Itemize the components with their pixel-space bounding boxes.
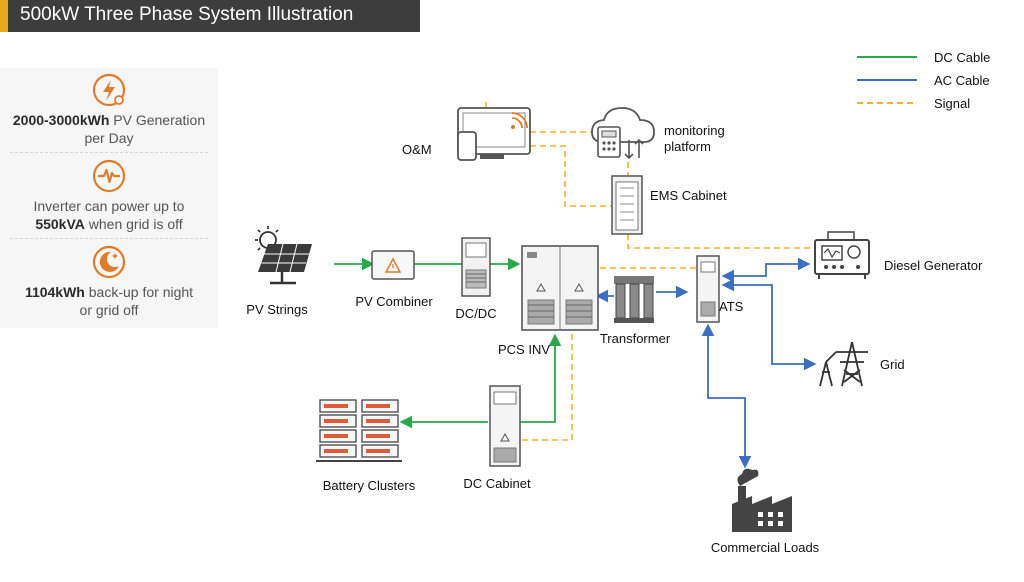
feature-backup: 1104kWh back-up for night or grid off bbox=[0, 244, 218, 319]
pv-combiner-icon bbox=[371, 250, 415, 280]
grid-label: Grid bbox=[880, 357, 905, 372]
transformer-label: Transformer bbox=[599, 331, 671, 346]
signal-lines bbox=[485, 102, 812, 441]
pcs-label: PCS INV bbox=[497, 342, 551, 357]
feature-value: 550kVA bbox=[35, 216, 85, 232]
loads-label: Commercial Loads bbox=[710, 540, 820, 555]
ats-label: ATS bbox=[719, 299, 744, 314]
ac-line-grid bbox=[721, 278, 817, 371]
page-title: 500kW Three Phase System Illustration bbox=[20, 4, 354, 25]
feature-desc-2: when grid is off bbox=[84, 216, 183, 232]
feature-desc: Inverter can power up to bbox=[33, 198, 185, 214]
feature-divider bbox=[10, 238, 208, 239]
ac-line-diesel bbox=[721, 257, 811, 283]
diesel-generator-icon bbox=[814, 231, 870, 279]
pv-combiner-label: PV Combiner bbox=[355, 294, 433, 309]
feature-desc-2: or grid off bbox=[79, 302, 139, 318]
grid-tower-icon bbox=[819, 341, 868, 387]
legend-signal-label: Signal bbox=[934, 96, 971, 111]
monitoring-label-1: monitoring bbox=[664, 123, 725, 138]
signal-line bbox=[627, 234, 812, 249]
dcdc-label: DC/DC bbox=[455, 306, 497, 321]
dc-cabinet-label: DC Cabinet bbox=[463, 476, 531, 491]
transformer-icon bbox=[614, 276, 654, 323]
feature-text: 1104kWh back-up for night or grid off bbox=[0, 283, 218, 319]
cloud-icon bbox=[591, 107, 655, 160]
diesel-label: Diesel Generator bbox=[884, 258, 983, 273]
battery-label: Battery Clusters bbox=[322, 478, 416, 493]
monitoring-label-2: platform bbox=[664, 139, 711, 154]
feature-pv-generation: 2000-3000kWh PV Generation per Day bbox=[0, 72, 218, 147]
ats-switch-icon bbox=[696, 255, 720, 323]
om-label: O&M bbox=[402, 142, 432, 157]
title-accent bbox=[0, 0, 8, 32]
feature-text: Inverter can power up to 550kVA when gri… bbox=[0, 197, 218, 233]
feature-desc: back-up for night bbox=[84, 284, 194, 300]
waveform-icon bbox=[92, 159, 126, 193]
legend-dc-label: DC Cable bbox=[934, 50, 991, 65]
feature-value: 2000-3000kWh bbox=[12, 112, 110, 128]
dcdc-converter-icon bbox=[461, 237, 491, 297]
dc-cabinet-icon bbox=[489, 385, 521, 467]
om-devices-icon bbox=[457, 107, 531, 161]
feature-value: 1104kWh bbox=[24, 284, 85, 300]
dc-line-dc-cabinet bbox=[520, 333, 562, 423]
features-panel: 2000-3000kWh PV Generation per Day Inver… bbox=[0, 68, 218, 328]
ac-lines bbox=[595, 257, 817, 469]
feature-text: 2000-3000kWh PV Generation per Day bbox=[0, 111, 218, 147]
ems-label: EMS Cabinet bbox=[650, 188, 727, 203]
legend bbox=[857, 56, 917, 104]
moon-icon bbox=[92, 245, 126, 279]
signal-line bbox=[520, 334, 573, 441]
feature-desc: PV Generation bbox=[109, 112, 206, 128]
pcs-inverter-icon bbox=[521, 245, 599, 331]
feature-divider bbox=[10, 152, 208, 153]
legend-ac-label: AC Cable bbox=[934, 73, 990, 88]
feature-desc-2: per Day bbox=[84, 130, 134, 146]
title-bar: 500kW Three Phase System Illustration bbox=[0, 0, 420, 32]
pv-strings-label: PV Strings bbox=[246, 302, 308, 317]
signal-line bbox=[530, 145, 612, 207]
feature-inverter: Inverter can power up to 550kVA when gri… bbox=[0, 158, 218, 233]
dc-lines bbox=[334, 257, 562, 429]
factory-icon bbox=[732, 468, 792, 532]
ac-line-loads bbox=[701, 323, 752, 469]
lightning-icon bbox=[92, 73, 126, 107]
solar-panel-icon bbox=[255, 226, 312, 285]
battery-clusters-icon bbox=[316, 398, 402, 462]
ems-cabinet-icon bbox=[611, 175, 643, 235]
